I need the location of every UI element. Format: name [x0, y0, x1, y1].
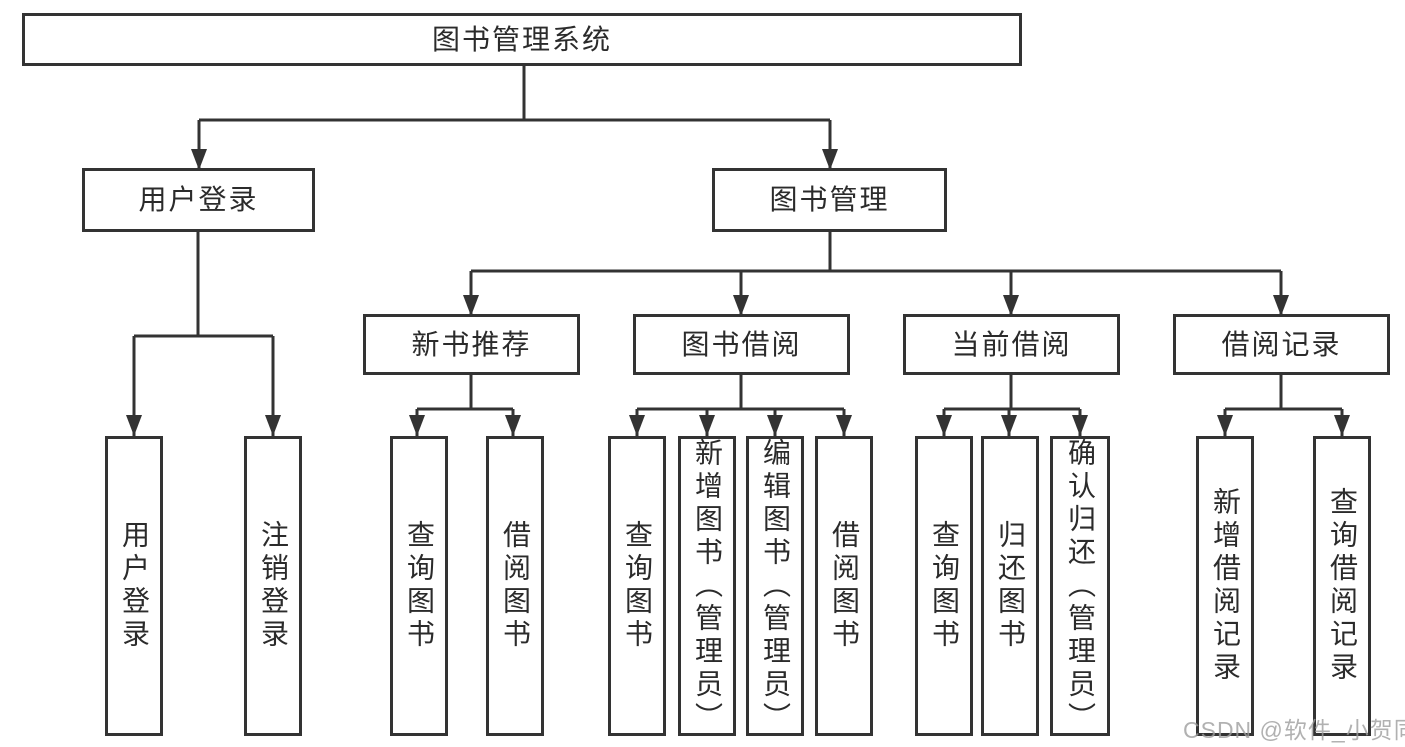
leaf-label: 注销登录 [258, 520, 289, 652]
leaf-borrow-books: 借阅图书 [815, 436, 873, 736]
node-label: 新书推荐 [411, 328, 532, 360]
node-label: 用户登录 [138, 184, 259, 215]
leaf-label: 新增图书（管理员） [692, 437, 723, 735]
leaf-label: 归还图书 [995, 520, 1026, 652]
csdn-watermark: CSDN @软件_小贺同学 [1183, 717, 1405, 743]
leaf-add-borrow-record: 新增借阅记录 [1196, 436, 1254, 736]
leaf-logout: 注销登录 [244, 436, 302, 736]
node-current-borrowing: 当前借阅 [903, 314, 1120, 375]
node-label: 图书借阅 [681, 328, 802, 360]
leaf-label: 用户登录 [119, 520, 150, 652]
leaf-query-books-recommend: 查询图书 [390, 436, 448, 736]
leaf-label: 编辑图书（管理员） [760, 437, 791, 735]
leaf-label: 查询图书 [622, 520, 653, 652]
node-user-login: 用户登录 [82, 168, 315, 232]
leaf-label: 借阅图书 [500, 520, 531, 652]
node-label: 当前借阅 [951, 328, 1072, 360]
node-root-system: 图书管理系统 [22, 13, 1022, 66]
leaf-borrow-books-recommend: 借阅图书 [486, 436, 544, 736]
leaf-label: 新增借阅记录 [1210, 487, 1241, 685]
leaf-add-books-admin: 新增图书（管理员） [678, 436, 736, 736]
leaf-user-login: 用户登录 [105, 436, 163, 736]
leaf-label: 查询图书 [929, 520, 960, 652]
node-label: 图书管理系统 [431, 23, 612, 55]
leaf-edit-books-admin: 编辑图书（管理员） [746, 436, 804, 736]
leaf-query-books-current: 查询图书 [915, 436, 973, 736]
leaf-query-books-borrow: 查询图书 [608, 436, 666, 736]
leaf-query-borrow-record: 查询借阅记录 [1313, 436, 1371, 736]
node-label: 图书管理 [769, 184, 890, 215]
node-new-book-recommend: 新书推荐 [363, 314, 580, 375]
leaf-return-books: 归还图书 [981, 436, 1039, 736]
node-book-management: 图书管理 [712, 168, 947, 232]
node-book-borrowing: 图书借阅 [633, 314, 850, 375]
leaf-label: 查询借阅记录 [1327, 487, 1358, 685]
leaf-label: 确认归还（管理员） [1065, 437, 1096, 735]
leaf-label: 借阅图书 [829, 520, 860, 652]
arrows-level3 [463, 271, 1289, 316]
node-label: 借阅记录 [1221, 328, 1342, 360]
leaf-confirm-return-admin: 确认归还（管理员） [1050, 436, 1110, 736]
node-borrowing-records: 借阅记录 [1173, 314, 1390, 375]
arrows-level2 [191, 120, 838, 170]
leaf-label: 查询图书 [404, 520, 435, 652]
